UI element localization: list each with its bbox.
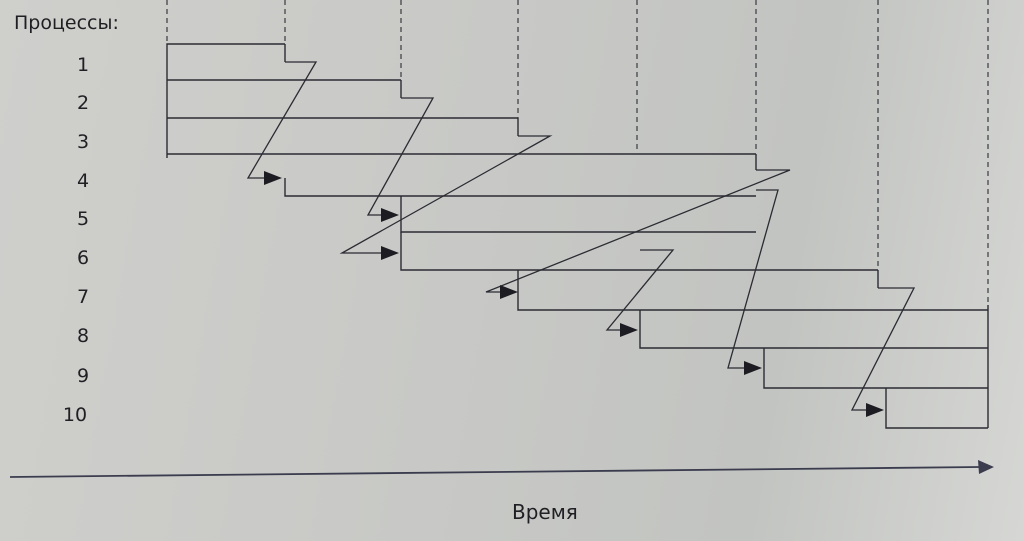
zigzag-connector (605, 249, 675, 331)
process-line-1 (166, 43, 285, 158)
arrowhead-icon (500, 285, 518, 299)
zigzag-connector (850, 287, 916, 411)
process-label-6: 6 (76, 247, 90, 269)
process-label-2: 2 (76, 92, 90, 114)
process-line-4-body (284, 178, 756, 197)
zigzag-connector (246, 61, 318, 179)
process-line-5 (400, 215, 756, 233)
x-axis-label: Время (512, 500, 578, 524)
zigzag-connector (339, 135, 553, 254)
time-axis-arrow-icon (978, 460, 994, 474)
process-label-8: 8 (76, 325, 90, 347)
arrowhead-icon (866, 403, 884, 417)
process-line-10 (885, 410, 988, 429)
process-line-8 (639, 310, 988, 349)
process-label-3: 3 (76, 131, 90, 153)
time-axis (9, 466, 981, 478)
process-line-9 (763, 368, 988, 389)
process-label-9: 9 (76, 365, 90, 387)
zigzag-connector (485, 169, 791, 293)
arrowhead-icon (744, 361, 762, 375)
y-axis-label: Процессы: (14, 12, 119, 34)
process-label-7: 7 (76, 286, 90, 308)
zigzag-connector (366, 97, 435, 216)
process-label-4: 4 (76, 170, 90, 192)
process-line-7 (517, 292, 988, 311)
process-label-5: 5 (76, 208, 90, 230)
process-label-1: 1 (76, 54, 90, 76)
arrowhead-icon (620, 323, 638, 337)
arrowhead-icon (381, 208, 399, 222)
zigzag-connector (727, 189, 779, 369)
process-line-6 (400, 253, 878, 271)
arrowhead-icon (264, 171, 282, 185)
process-label-10: 10 (62, 404, 88, 426)
arrowhead-icon (381, 246, 399, 260)
